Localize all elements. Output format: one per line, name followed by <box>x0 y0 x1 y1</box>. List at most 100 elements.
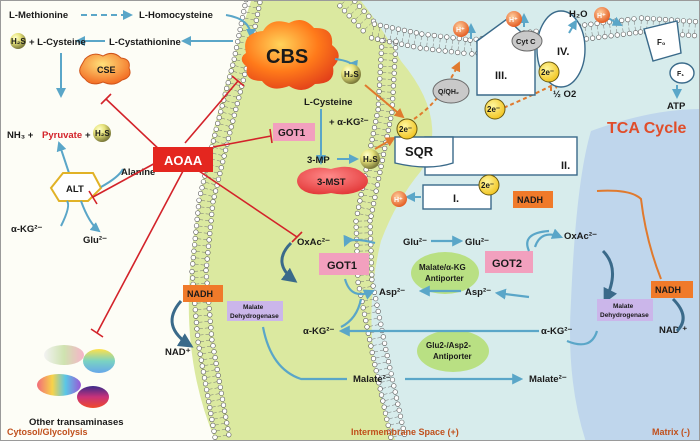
got1-top-label: GOT1 <box>278 128 306 139</box>
malate-dh-right-box <box>597 299 653 321</box>
l-cysteine-center-label: L-Cysteine <box>304 97 353 108</box>
akg-right-label: α-KG²⁻ <box>541 326 572 337</box>
nh3-plus-label: NH₃ + <box>7 130 34 141</box>
f0-box <box>643 20 682 62</box>
malate-akg-antiporter <box>411 252 479 294</box>
got2-box <box>485 251 533 273</box>
proton-icon <box>506 11 522 27</box>
sqr-box <box>394 136 454 168</box>
complex-iv-label: IV. <box>557 46 569 58</box>
transaminase-sphere-icon <box>77 386 109 408</box>
got1-top-box <box>273 123 315 141</box>
transaminase-sphere-icon <box>83 349 115 373</box>
tca-cycle-title: TCA Cycle <box>607 120 687 137</box>
aoaa-inhibition-lines <box>88 75 303 338</box>
glu-mid-label: Glu²⁻ <box>403 237 427 248</box>
malate-dh-left-box <box>227 301 283 321</box>
cyt-c-label: Cyt C <box>516 37 536 46</box>
cbs-label: CBS <box>266 46 308 68</box>
nad-left-label: NAD⁺ <box>165 347 191 358</box>
l-cystathionine-label: L-Cystathionine <box>109 37 181 48</box>
asp-mid-label: Asp²⁻ <box>379 287 405 298</box>
h2s-label: H₂S <box>95 129 110 138</box>
homocysteine-to-cbs-arrow <box>225 14 256 39</box>
transaminase-sphere-icon <box>37 374 81 396</box>
nadh-matrix-label: NADH <box>517 195 543 205</box>
malate-dh-left-l1: Malate <box>243 304 264 311</box>
cbs-enzyme <box>241 19 339 91</box>
glu-right-label: Glu²⁻ <box>465 237 489 248</box>
complex-iii-label: III. <box>495 70 507 82</box>
oxac-left-label: OxAc²⁻ <box>297 237 330 248</box>
cyt-c-oval <box>511 30 543 52</box>
asp-right-label: Asp²⁻ <box>465 287 491 298</box>
malate-right-label: Malate²⁻ <box>529 374 567 385</box>
nad-right-label: NAD ⁺ <box>659 325 687 336</box>
aoaa-box <box>153 147 213 172</box>
proton-label: H⁺ <box>597 13 606 20</box>
nadh-left-box <box>183 285 223 302</box>
proton-label: H⁺ <box>456 27 465 34</box>
proton-icon <box>453 21 469 37</box>
got1-center-label: GOT1 <box>327 260 357 272</box>
akg-plus-label: + α-KG²⁻ <box>329 117 369 128</box>
cse-label: CSE <box>97 65 116 75</box>
l-homocysteine-label: L-Homocysteine <box>139 10 213 21</box>
oxac-cycle-arrows <box>280 241 618 304</box>
complex-i-label: I. <box>453 193 459 205</box>
glu-asp-antiporter-l1: Glu2-/Asp2- <box>426 341 471 350</box>
3mst-enzyme <box>297 166 368 195</box>
alt-enzyme <box>49 172 103 202</box>
f0-label: F₀ <box>657 38 666 47</box>
electron-balls <box>396 61 560 196</box>
3mp-label: 3-MP <box>307 155 330 166</box>
akg-to-alt-arrow <box>60 200 70 227</box>
h2s-ball-icon <box>93 124 111 142</box>
malate-dh-right-l1: Malate <box>613 303 634 310</box>
got1-center-box <box>319 253 369 275</box>
h2o-label: H₂O <box>569 9 587 20</box>
complex-ii-label: II. <box>561 160 570 172</box>
sqr-label: SQR <box>405 144 434 159</box>
h2s-ball-icon <box>341 64 361 84</box>
alt-label: ALT <box>66 184 84 195</box>
malate-left-label: Malate²⁻ <box>353 374 391 385</box>
nadh-matrix-box <box>513 191 553 208</box>
transaminase-sphere-icon <box>44 345 84 365</box>
shuttle-arrows <box>261 228 599 385</box>
h2s-ball-icon <box>10 33 26 49</box>
proton-icon <box>391 191 407 207</box>
electron-label: 2e⁻ <box>487 105 500 114</box>
3mst-label: 3-MST <box>317 177 346 188</box>
glu-asp-antiporter-l2: Antiporter <box>433 352 472 361</box>
qqh2-oval <box>432 78 470 104</box>
f1-oval <box>669 62 695 84</box>
nadh-right-label: NADH <box>655 285 681 295</box>
proton-label: H⁺ <box>394 197 403 204</box>
glu-asp-antiporter <box>417 330 489 372</box>
intermembrane-region-label: Intermembrane Space (+) <box>351 427 459 437</box>
cse-enzyme <box>79 52 131 85</box>
akg-left-label: α-KG²⁻ <box>11 224 42 235</box>
akg-center-label: α-KG²⁻ <box>303 326 334 337</box>
electron-label: 2e⁻ <box>541 68 554 77</box>
malate-akg-antiporter-l1: Malate/α-KG <box>419 263 466 272</box>
electron-label: 2e⁻ <box>399 125 412 134</box>
aoaa-label: AOAA <box>164 153 203 168</box>
alanine-to-alt-arrow <box>100 168 124 188</box>
nadh-left-label: NADH <box>187 289 213 299</box>
h2s-label: H₂S <box>11 37 26 46</box>
malate-akg-antiporter-l2: Antiporter <box>425 274 464 283</box>
cytosol-region-label: Cytosol/Glycolysis <box>7 427 88 437</box>
plus-label: + <box>85 130 91 141</box>
tca-zone <box>570 109 699 440</box>
outer-membrane <box>189 1 263 440</box>
pyruvate-alt-arrow <box>56 141 70 174</box>
nadh-right-cycle-arrow <box>671 297 685 333</box>
qqh2-label: Q/QH₂ <box>438 89 459 96</box>
h2s-label: H₂S <box>344 70 359 79</box>
l-methionine-label: L-Methionine <box>9 10 68 21</box>
h2s-label: H₂S <box>363 155 378 164</box>
